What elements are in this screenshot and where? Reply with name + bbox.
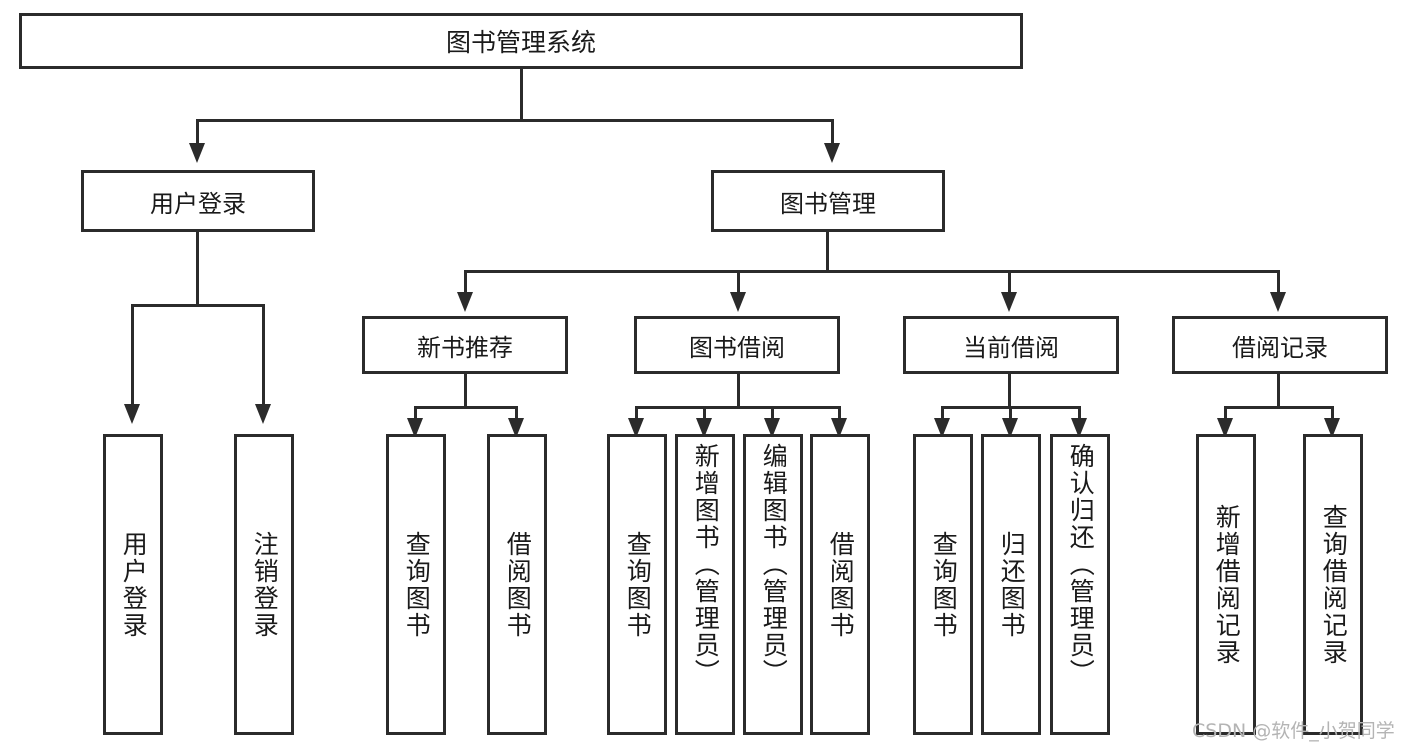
node-label: 借阅图书: [503, 530, 533, 639]
connector-br-child-1: [1224, 406, 1227, 420]
arrow-to-new-book-recommend: [457, 292, 473, 312]
connector-to-borrow-record: [1277, 270, 1280, 292]
node-label: 注销登录: [250, 530, 280, 639]
connector-cb-child-2: [1009, 406, 1012, 420]
node-label: 图书管理: [780, 189, 876, 218]
node-leaf-return-book[interactable]: 归还图书: [981, 434, 1041, 735]
connector-cb-child-3: [1078, 406, 1081, 420]
connector-level1-bar: [196, 119, 834, 122]
arrow-br-child-1: [1217, 418, 1233, 438]
node-label: 新增图书（管理员）: [691, 443, 721, 686]
node-label: 确认归还（管理员）: [1066, 443, 1096, 686]
arrow-br-child-2: [1324, 418, 1340, 438]
node-leaf-query-book-1[interactable]: 查询图书: [386, 434, 446, 735]
node-label: 当前借阅: [963, 333, 1059, 362]
node-user-login[interactable]: 用户登录: [81, 170, 315, 232]
connector-bb-child-4: [838, 406, 841, 420]
csdn-watermark: CSDN @软件_小贺同学: [1192, 720, 1395, 742]
connector-nbr-child-1: [414, 406, 417, 420]
connector-new-book-recommend-stem: [464, 374, 467, 408]
node-label: 借阅图书: [826, 530, 856, 639]
node-leaf-add-book[interactable]: 新增图书（管理员）: [675, 434, 735, 735]
node-leaf-borrow-book-2[interactable]: 借阅图书: [810, 434, 870, 735]
arrow-cb-child-1: [934, 418, 950, 438]
node-label: 借阅记录: [1232, 333, 1328, 362]
node-label: 用户登录: [119, 530, 149, 639]
node-new-book-recommend[interactable]: 新书推荐: [362, 316, 568, 374]
connector-root-stem: [520, 69, 523, 121]
arrow-nbr-child-2: [508, 418, 524, 438]
node-leaf-query-book-3[interactable]: 查询图书: [913, 434, 973, 735]
connector-br-child-2: [1331, 406, 1334, 420]
node-leaf-query-record[interactable]: 查询借阅记录: [1303, 434, 1363, 735]
connector-book-borrow-bar: [635, 406, 841, 409]
arrow-to-borrow-record: [1270, 292, 1286, 312]
arrow-cb-child-2: [1002, 418, 1018, 438]
connector-to-new-book-recommend: [464, 270, 467, 292]
connector-to-book-management: [831, 119, 834, 143]
connector-level3-bar: [464, 270, 1280, 273]
arrow-bb-child-4: [831, 418, 847, 438]
node-leaf-add-record[interactable]: 新增借阅记录: [1196, 434, 1256, 735]
node-leaf-user-login[interactable]: 用户登录: [103, 434, 163, 735]
connector-nbr-child-2: [515, 406, 518, 420]
connector-borrow-record-stem: [1277, 374, 1280, 408]
node-leaf-borrow-book-1[interactable]: 借阅图书: [487, 434, 547, 735]
connector-bb-child-3: [771, 406, 774, 420]
arrow-bb-child-1: [628, 418, 644, 438]
node-label: 归还图书: [997, 530, 1027, 639]
connector-to-book-borrow: [737, 270, 740, 292]
node-label: 新书推荐: [417, 333, 513, 362]
node-label: 新增借阅记录: [1212, 503, 1242, 666]
connector-cb-child-1: [941, 406, 944, 420]
connector-to-user-login: [196, 119, 199, 143]
arrow-user-login-child-2: [255, 404, 271, 424]
node-label: 用户登录: [150, 189, 246, 218]
node-current-borrow[interactable]: 当前借阅: [903, 316, 1119, 374]
node-leaf-query-book-2[interactable]: 查询图书: [607, 434, 667, 735]
node-book-borrow[interactable]: 图书借阅: [634, 316, 840, 374]
arrow-to-book-management: [824, 143, 840, 163]
node-borrow-record[interactable]: 借阅记录: [1172, 316, 1388, 374]
connector-bb-child-2: [703, 406, 706, 420]
node-label: 查询借阅记录: [1319, 503, 1349, 666]
connector-new-book-recommend-bar: [414, 406, 518, 409]
node-label: 查询图书: [402, 530, 432, 639]
connector-user-login-child-1: [131, 304, 134, 404]
node-label: 图书借阅: [689, 333, 785, 362]
node-leaf-edit-book[interactable]: 编辑图书（管理员）: [743, 434, 803, 735]
arrow-user-login-child-1: [124, 404, 140, 424]
arrow-bb-child-2: [696, 418, 712, 438]
arrow-to-user-login: [189, 143, 205, 163]
connector-user-login-stem: [196, 232, 199, 306]
arrow-cb-child-3: [1071, 418, 1087, 438]
connector-bb-child-1: [635, 406, 638, 420]
arrow-nbr-child-1: [407, 418, 423, 438]
connector-to-current-borrow: [1008, 270, 1011, 292]
node-book-management[interactable]: 图书管理: [711, 170, 945, 232]
node-leaf-confirm-return[interactable]: 确认归还（管理员）: [1050, 434, 1110, 735]
node-label: 查询图书: [929, 530, 959, 639]
connector-current-borrow-stem: [1008, 374, 1011, 408]
node-root-book-management-system[interactable]: 图书管理系统: [19, 13, 1023, 69]
connector-user-login-bar: [131, 304, 265, 307]
connector-user-login-child-2: [262, 304, 265, 404]
node-label: 图书管理系统: [445, 28, 596, 57]
connector-book-management-stem: [826, 232, 829, 272]
arrow-to-current-borrow: [1001, 292, 1017, 312]
node-leaf-logout[interactable]: 注销登录: [234, 434, 294, 735]
arrow-bb-child-3: [764, 418, 780, 438]
node-label: 查询图书: [623, 530, 653, 639]
connector-borrow-record-bar: [1224, 406, 1334, 409]
connector-book-borrow-stem: [737, 374, 740, 408]
node-label: 编辑图书（管理员）: [759, 443, 789, 686]
arrow-to-book-borrow: [730, 292, 746, 312]
